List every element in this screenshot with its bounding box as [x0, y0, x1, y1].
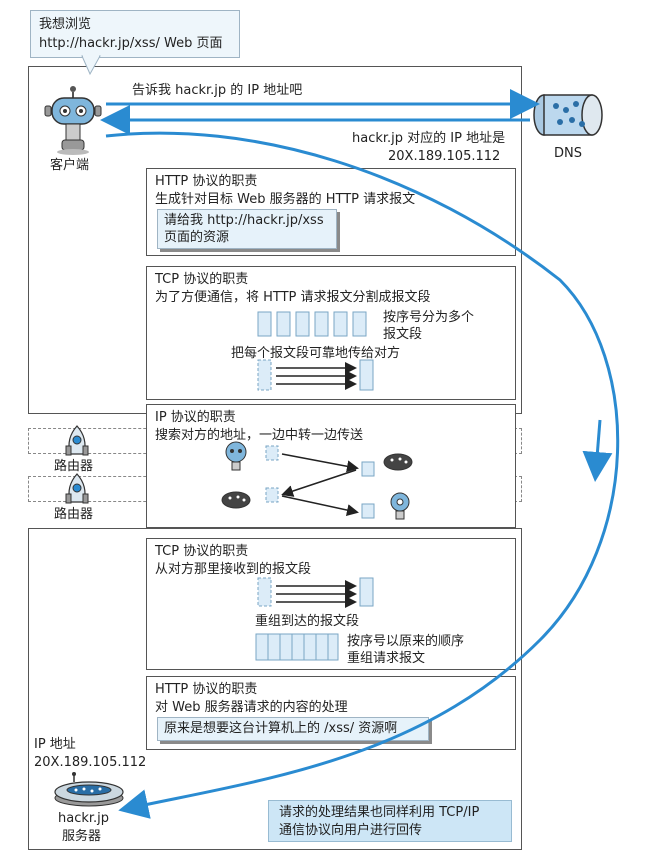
tcp-reassembled-segments: [255, 633, 339, 661]
ip-title: IP 协议的职责: [155, 410, 236, 425]
tcp-order-2: 重组请求报文: [347, 651, 426, 666]
ip-server-robot-icon: [390, 492, 410, 520]
http-result-box: 原来是想要这台计算机上的 /xss/ 资源啊: [157, 717, 429, 741]
ip-robot-left-icon: [225, 441, 247, 471]
tcp-client-desc: 为了方便通信，将 HTTP 请求报文分割成报文段: [155, 290, 431, 305]
server-name-2: 服务器: [62, 829, 102, 844]
http-server-title: HTTP 协议的职责: [155, 682, 258, 697]
speech-bubble: 我想浏览 http://hackr.jp/xss/ Web 页面: [30, 10, 240, 58]
router-icon-2: [65, 473, 89, 504]
http-client-title: HTTP 协议的职责: [155, 174, 258, 189]
tcp-number-2: 报文段: [383, 327, 423, 342]
router-icon-1: [65, 425, 89, 456]
server-ip-value: 20X.189.105.112: [34, 755, 147, 770]
ip-desc: 搜索对方的地址，一边中转一边传送: [155, 428, 364, 443]
dns-server-icon: [533, 94, 603, 136]
http-client-panel: HTTP 协议的职责 生成针对目标 Web 服务器的 HTTP 请求报文 请给我…: [146, 168, 516, 256]
tcp-client-panel: TCP 协议的职责 为了方便通信，将 HTTP 请求报文分割成报文段 按序号分为…: [146, 266, 516, 400]
client-label: 客户端: [50, 158, 90, 173]
bubble-line-1: 我想浏览: [39, 17, 92, 32]
http-request-line-1: 请给我 http://hackr.jp/xss: [164, 213, 324, 228]
ip-router-left-icon: [221, 491, 251, 509]
dns-ask: 告诉我 hackr.jp 的 IP 地址吧: [132, 83, 303, 98]
tcp-split-segments: [257, 311, 367, 337]
tcp-server-title: TCP 协议的职责: [155, 544, 249, 559]
router-label-2: 路由器: [54, 507, 94, 522]
client-robot-icon: [44, 86, 102, 155]
transfer-curve: [105, 131, 620, 819]
server-name-1: hackr.jp: [58, 811, 110, 826]
http-request-line-2: 页面的资源: [164, 230, 230, 245]
http-request-box: 请给我 http://hackr.jp/xss 页面的资源: [157, 209, 337, 249]
dns-answer-1: hackr.jp 对应的 IP 地址是: [352, 131, 506, 146]
tcp-transfer: 把每个报文段可靠地传给对方: [231, 346, 401, 361]
tcp-server-desc: 从对方那里接收到的报文段: [155, 562, 312, 577]
tcp-server-panel: TCP 协议的职责 从对方那里接收到的报文段 重组到达的报文段 按序号以原来的顺…: [146, 538, 516, 670]
bubble-line-2: http://hackr.jp/xss/ Web 页面: [39, 36, 223, 51]
response-callout: 请求的处理结果也同样利用 TCP/IP 通信协议向用户进行回传: [268, 800, 512, 842]
tcp-number-1: 按序号分为多个: [383, 310, 475, 325]
ip-router-right-icon: [383, 453, 413, 471]
tcp-reassemble: 重组到达的报文段: [255, 614, 360, 629]
response-line-1: 请求的处理结果也同样利用 TCP/IP: [279, 805, 480, 820]
http-server-panel: HTTP 协议的职责 对 Web 服务器请求的内容的处理 原来是想要这台计算机上…: [146, 676, 516, 750]
response-line-2: 通信协议向用户进行回传: [279, 823, 423, 838]
tcp-order-1: 按序号以原来的顺序: [347, 634, 465, 649]
server-ip-label: IP 地址: [34, 737, 76, 752]
dns-answer-2: 20X.189.105.112: [388, 149, 501, 164]
http-client-desc: 生成针对目标 Web 服务器的 HTTP 请求报文: [155, 192, 416, 207]
http-result: 原来是想要这台计算机上的 /xss/ 资源啊: [164, 721, 398, 736]
dns-label: DNS: [554, 146, 582, 161]
http-server-desc: 对 Web 服务器请求的内容的处理: [155, 700, 348, 715]
tcp-client-title: TCP 协议的职责: [155, 272, 249, 287]
router-label-1: 路由器: [54, 459, 94, 474]
